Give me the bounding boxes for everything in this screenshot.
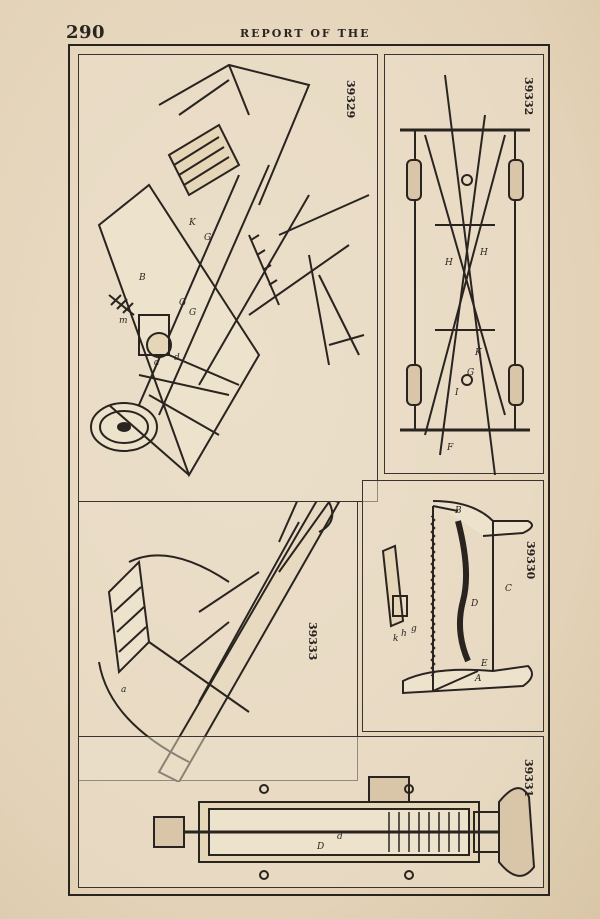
svg-text:B: B: [454, 506, 462, 516]
figure-panel-39332: 39332 H H K G I F: [384, 54, 544, 475]
plow-illustration: 39333 a: [98, 502, 341, 782]
svg-text:G: G: [467, 368, 474, 378]
svg-text:k: k: [393, 634, 398, 644]
svg-text:d: d: [154, 358, 160, 368]
svg-text:E: E: [480, 659, 488, 669]
svg-text:d: d: [337, 832, 343, 842]
svg-text:m: m: [119, 316, 128, 326]
svg-text:F: F: [446, 443, 454, 453]
svg-text:H: H: [479, 248, 488, 258]
svg-text:G: G: [204, 233, 211, 243]
pump-illustration: 39331 D d: [153, 759, 536, 880]
figure-number-39331: 39331: [522, 759, 535, 797]
svg-text:D: D: [470, 599, 478, 609]
figure-number-39330: 39330: [524, 541, 537, 580]
saw-illustration: 39330 B C D E A g h k: [381, 500, 537, 695]
svg-text:d: d: [174, 353, 180, 363]
svg-text:h: h: [401, 629, 407, 639]
svg-text:K: K: [474, 348, 483, 358]
svg-text:K: K: [188, 218, 197, 228]
svg-text:g: g: [411, 624, 417, 634]
svg-text:D: D: [316, 842, 324, 852]
svg-text:B: B: [138, 273, 146, 283]
page-number: 290: [66, 22, 106, 43]
svg-text:G: G: [179, 298, 186, 308]
figure-plate-frame: 39329 B G G K G d d m: [68, 44, 550, 896]
figure-number-39329: 39329: [344, 80, 357, 118]
svg-text:A: A: [474, 674, 482, 684]
wagon-illustration: 39332 H H K G I F: [400, 74, 535, 475]
svg-text:H: H: [444, 258, 453, 268]
reaper-illustration: 39329 B G G K G d d m: [90, 63, 370, 478]
running-head: REPORT OF THE: [240, 27, 371, 40]
figure-number-39333: 39333: [306, 622, 319, 660]
figure-panel-39329: 39329 B G G K G d d m: [78, 54, 378, 502]
figure-number-39332: 39332: [522, 77, 535, 115]
figure-panel-39330: 39330 B C D E A g h k: [362, 480, 544, 732]
svg-text:a: a: [121, 685, 126, 695]
svg-text:G: G: [189, 308, 196, 318]
svg-text:C: C: [505, 584, 512, 594]
svg-text:I: I: [454, 388, 459, 398]
figure-panel-39331: 39331 D d: [78, 736, 544, 888]
figure-panel-39333: 39333 a: [78, 501, 358, 782]
